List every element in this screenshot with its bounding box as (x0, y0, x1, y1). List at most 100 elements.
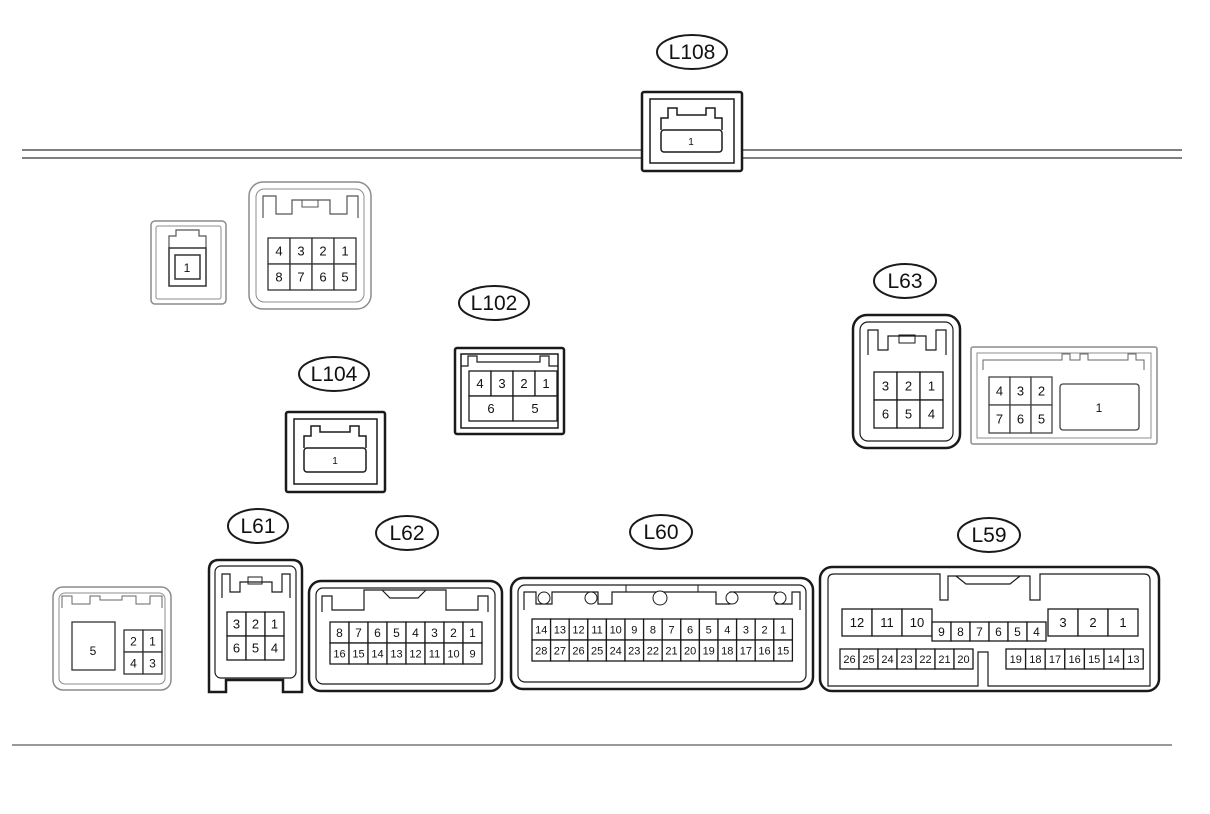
pin-label: 5 (1038, 412, 1045, 427)
pin-label: 1 (271, 617, 278, 632)
pin-label: 5 (706, 624, 712, 636)
pin-label: 21 (665, 645, 677, 657)
label-oval-L62 (375, 515, 439, 551)
pin-label: 2 (520, 376, 527, 391)
pin-label: 11 (880, 615, 894, 630)
pin-label: 3 (431, 626, 438, 640)
pin-cell (1122, 648, 1144, 670)
pin-label: 4 (928, 407, 935, 422)
pin-cell (1047, 608, 1079, 637)
pin-label: 3 (498, 376, 505, 391)
pin-label: 14 (371, 648, 383, 660)
pin-label: 1 (341, 244, 348, 259)
pin-label: 7 (976, 625, 983, 639)
pin-label: 8 (650, 624, 656, 636)
pin-cell (142, 651, 163, 675)
label-L62: L62 (389, 522, 424, 545)
pin-label: 14 (535, 624, 547, 636)
pin-cell (953, 648, 974, 670)
pin-label: 1 (542, 376, 549, 391)
label-L102: L102 (471, 292, 518, 315)
label-L104: L104 (311, 363, 358, 386)
pin-label: 6 (882, 407, 889, 422)
pin-label: 2 (1038, 384, 1045, 399)
label-oval-L59 (957, 517, 1021, 553)
pin-label: 4 (271, 641, 278, 656)
pin-label: 5 (393, 626, 400, 640)
pin-label: 10 (910, 615, 924, 630)
pin-label: 22 (647, 645, 659, 657)
pin-label: 27 (554, 645, 566, 657)
pin-label: 8 (336, 626, 343, 640)
label-oval-L61 (227, 508, 289, 544)
label-L60: L60 (643, 521, 678, 544)
pin-label: 23 (900, 654, 912, 666)
pin-label: 4 (996, 384, 1003, 399)
pin-label: 26 (572, 645, 584, 657)
pin-label: 19 (1010, 654, 1022, 666)
pin-label: 17 (1049, 654, 1061, 666)
pin-label: 18 (1029, 654, 1041, 666)
pin-label: 2 (252, 617, 259, 632)
pin-cell (264, 635, 285, 661)
connector-L104[interactable]: L104 1 (284, 356, 387, 494)
pin-label: 12 (850, 615, 864, 630)
pin-label: 6 (233, 641, 240, 656)
pin-label: 9 (938, 625, 945, 639)
pin-label: 15 (1088, 654, 1100, 666)
pin-label: 1 (688, 137, 694, 148)
pin-cell (919, 399, 944, 429)
pin-label: 3 (1017, 384, 1024, 399)
pin-label: 24 (881, 654, 893, 666)
pin-cell (512, 395, 558, 422)
pin-cell (841, 608, 873, 637)
wire-harness (22, 149, 1182, 159)
pin-cell (333, 263, 357, 291)
pin-label: 16 (333, 648, 345, 660)
pin-cell (1107, 608, 1139, 637)
pin-label: 2 (1089, 615, 1096, 630)
pin-label: 24 (610, 645, 622, 657)
pin-label: 4 (130, 656, 137, 670)
connector-L108[interactable]: L108 1 (640, 34, 744, 173)
pin-label: 1 (928, 379, 935, 394)
pin-label: 21 (938, 654, 950, 666)
pin-label: 5 (252, 641, 259, 656)
label-oval-L108 (656, 34, 728, 70)
pin-label: 4 (476, 376, 483, 391)
pin-label: 1 (332, 456, 338, 467)
pin-label: 5 (905, 407, 912, 422)
pin-label: 1 (1096, 401, 1103, 415)
label-L61: L61 (240, 515, 275, 538)
pin-label: 1 (1119, 615, 1126, 630)
pin-label: 7 (996, 412, 1003, 427)
pin-label: 26 (843, 654, 855, 666)
pin-label: 25 (862, 654, 874, 666)
pin-label: 22 (919, 654, 931, 666)
pin-label: 12 (409, 648, 421, 660)
pin-label: 9 (631, 624, 637, 636)
pin-label: 1 (469, 626, 476, 640)
pin-label: 10 (610, 624, 622, 636)
label-L63: L63 (887, 270, 922, 293)
pin-label: 19 (703, 645, 715, 657)
pin-label: 10 (447, 648, 459, 660)
pin-label: 25 (591, 645, 603, 657)
pin-label: 2 (905, 379, 912, 394)
pin-label: 13 (390, 648, 402, 660)
pin-cell (1030, 404, 1053, 434)
pin-label: 5 (341, 270, 348, 285)
